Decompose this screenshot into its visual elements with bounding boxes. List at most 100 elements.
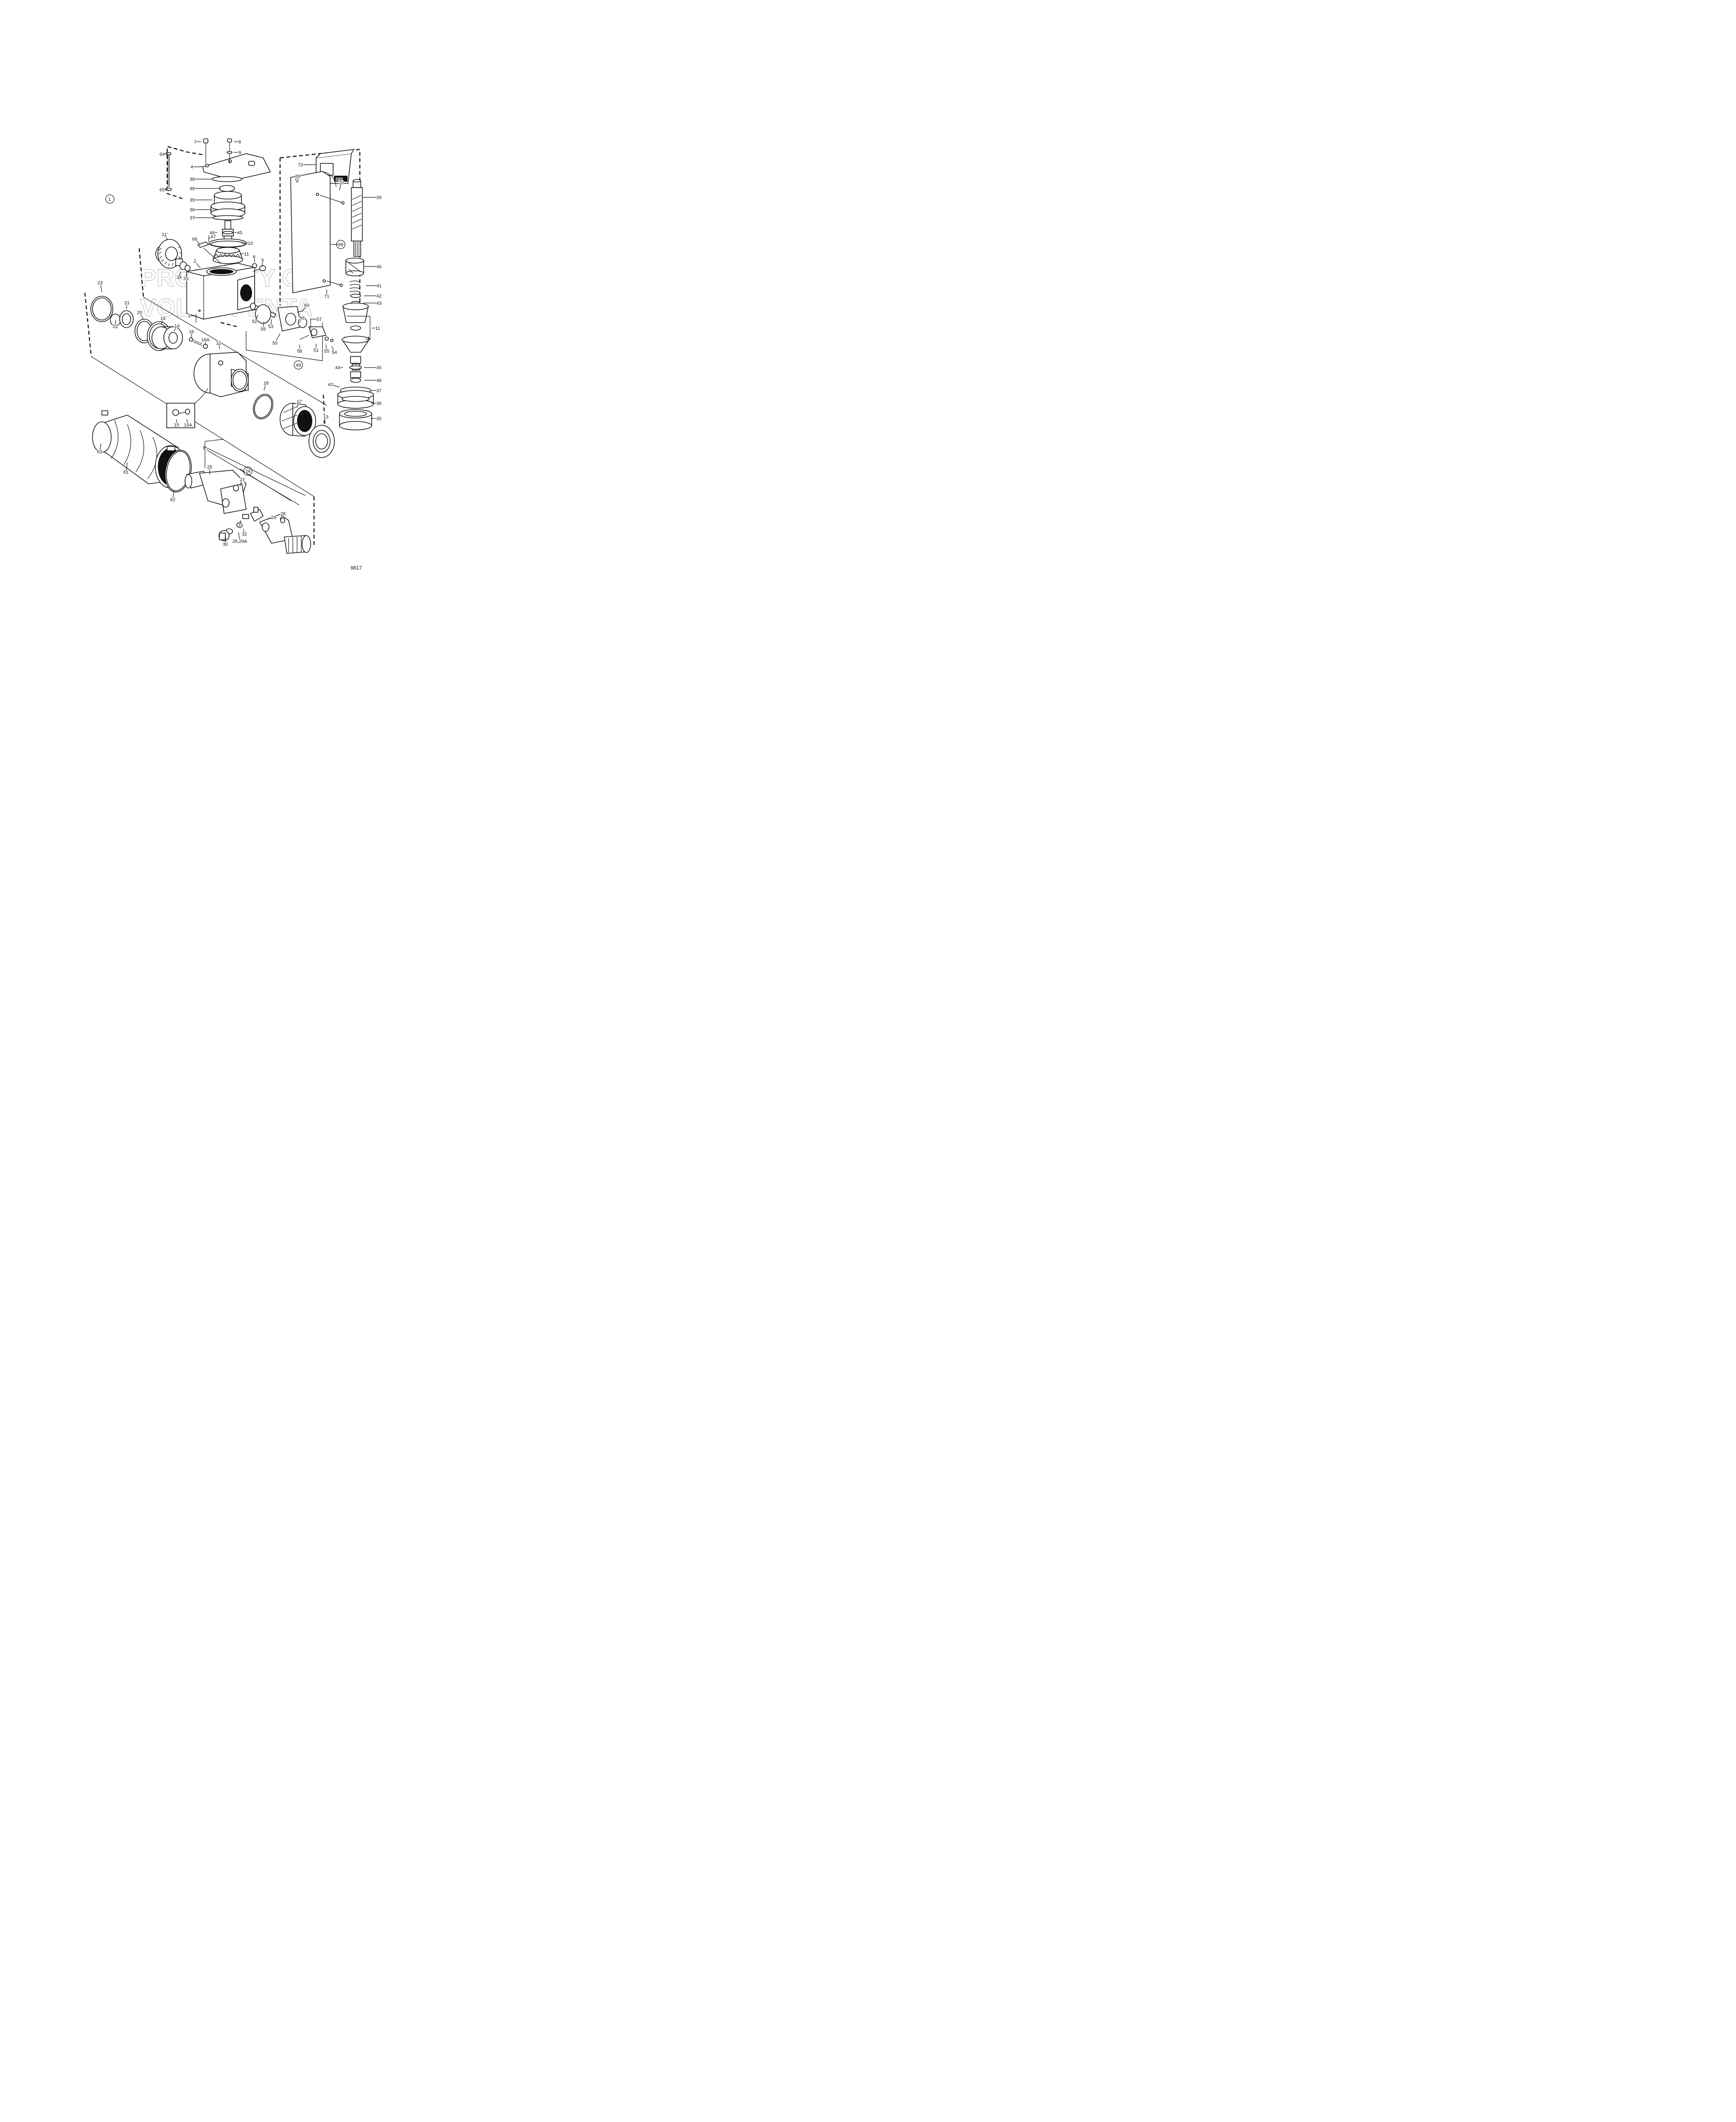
callout-number: 20 — [137, 310, 142, 315]
gear-housing-part-2 — [186, 263, 255, 323]
callout-number: 28 — [280, 511, 286, 516]
callout-c6: 6 — [252, 254, 256, 263]
callout-leader — [339, 182, 342, 191]
callout-c47: 47 — [327, 382, 340, 388]
callout-number: 9 — [238, 150, 241, 155]
callout-number: 51 — [314, 348, 319, 353]
callout-c49: 49 — [294, 360, 303, 370]
callout-c38: 38 — [189, 177, 212, 183]
callout-leader — [164, 234, 168, 241]
ring-parts-23-21-22 — [90, 296, 183, 351]
callout-c15A: 15A — [183, 419, 193, 429]
callout-circle — [243, 466, 252, 476]
callout-number: 43 — [376, 301, 381, 306]
callout-c37a: 37 — [189, 215, 212, 222]
callout-number: 33 — [183, 276, 188, 281]
callout-number: 41 — [376, 283, 381, 289]
callout-c14: 14 — [174, 323, 180, 331]
callout-number: 31 — [238, 523, 243, 528]
callout-leader — [100, 282, 102, 292]
callout-number: 5 — [261, 258, 264, 263]
callout-number: 71 — [324, 294, 329, 299]
callout-number: 34 — [177, 275, 182, 280]
callout-number: 55 — [324, 349, 329, 354]
callout-leader — [275, 333, 280, 343]
yoke-part-28 — [259, 514, 311, 554]
top-cover-part-4 — [202, 153, 271, 181]
callout-leader — [266, 517, 274, 520]
callout-leader — [172, 490, 174, 500]
callout-number: 14 — [174, 324, 179, 329]
callout-c39: 39 — [363, 195, 382, 201]
callout-number: 15A — [184, 423, 192, 428]
callout-number: 64 — [160, 152, 165, 157]
callout-c42: 42 — [364, 293, 382, 300]
bevel-gear-part-11 — [209, 239, 247, 264]
callout-leader — [115, 320, 116, 327]
cover-screws — [203, 138, 233, 163]
callout-number: 68 — [338, 242, 343, 247]
callout-leader — [194, 261, 201, 269]
callout-c57: 57 — [311, 317, 323, 323]
callout-c37b: 37 — [371, 388, 382, 394]
callout-leader — [299, 317, 303, 323]
bellows-part-17 — [280, 403, 316, 437]
callout-c36a: 36 — [189, 207, 212, 213]
callout-number: 50 — [272, 341, 278, 346]
callout-number: 63 — [97, 449, 102, 455]
callout-c11a: 11 — [240, 251, 250, 258]
group-number: 1 — [108, 197, 111, 202]
callout-c19: 19 — [160, 316, 166, 325]
callout-c44b: 44 — [334, 365, 343, 371]
callout-leader — [323, 416, 326, 423]
callout-c59: 59 — [260, 321, 266, 333]
callout-number: 30 — [223, 542, 228, 547]
callout-number: 12 — [216, 341, 221, 346]
callout-leader — [238, 532, 240, 542]
callout-leader — [239, 479, 243, 487]
shield-part-68 — [290, 171, 337, 293]
callout-leader — [161, 318, 163, 325]
callout-c21: 21 — [123, 300, 130, 309]
callout-c2: 2 — [193, 258, 201, 269]
callout-leader — [162, 189, 168, 190]
callout-leader — [270, 319, 272, 327]
callout-c52: 52 — [251, 314, 258, 325]
callout-number: 61 — [123, 470, 129, 475]
callout-c41: 41 — [366, 283, 382, 289]
callout-leader — [262, 260, 263, 267]
screws-part-70-71 — [320, 195, 345, 287]
callout-c56: 56 — [299, 315, 306, 323]
callout-c27: 27 — [239, 477, 246, 487]
callout-circle — [294, 360, 303, 370]
callout-number: 39 — [376, 195, 381, 200]
callout-c50: 50 — [272, 333, 280, 347]
callout-leader — [302, 305, 307, 312]
bearing-part-13 — [308, 425, 335, 458]
callout-c34: 34 — [176, 271, 182, 281]
callout-leader — [218, 342, 220, 349]
callout-leader — [254, 256, 255, 263]
callout-leader — [194, 239, 200, 244]
callout-c69: 69 — [294, 174, 301, 182]
callout-number: 17 — [297, 399, 302, 404]
bevel-gear-part-11-prime — [155, 239, 191, 272]
callout-c67: 67 — [208, 234, 217, 240]
callout-number: 7 — [194, 140, 196, 145]
callout-circle — [336, 240, 345, 249]
callout-c68: 68 — [331, 240, 345, 249]
callout-c65: 65 — [159, 187, 168, 194]
callout-c48: 48 — [189, 186, 221, 192]
callout-leader — [126, 462, 128, 472]
callout-number: 45 — [237, 230, 242, 236]
callout-leader — [280, 513, 283, 520]
callout-number: 37 — [376, 388, 381, 393]
callout-c71: 71 — [323, 289, 330, 300]
callout-number: 18 — [264, 381, 269, 386]
callout-number: 27 — [240, 477, 245, 483]
callout-c46: 46 — [364, 378, 382, 384]
callout-c51: 51 — [313, 344, 320, 354]
callout-c7: 7 — [193, 139, 201, 146]
callout-number: 16 — [189, 329, 194, 334]
callout-c63: 63 — [96, 443, 103, 455]
